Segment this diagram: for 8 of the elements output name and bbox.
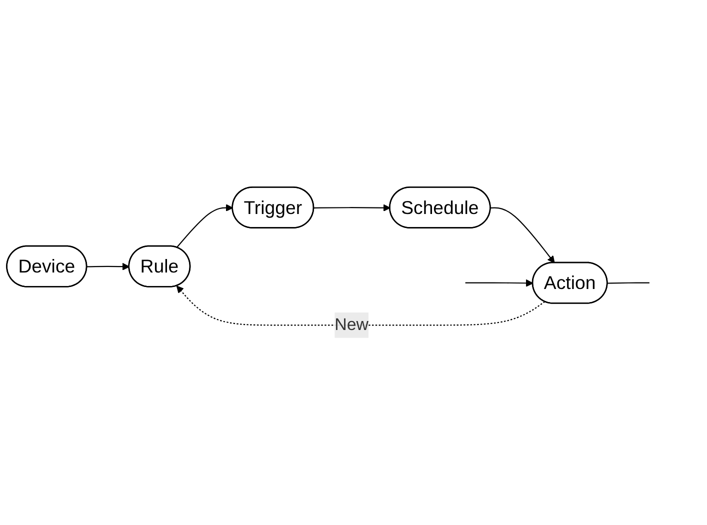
arrow [465, 279, 534, 287]
edge-label: New [334, 316, 369, 334]
connector [608, 282, 650, 284]
arrow [176, 286, 546, 326]
arrow [86, 262, 130, 270]
arrow [490, 207, 555, 264]
arrow [176, 204, 234, 248]
arrow [314, 204, 390, 212]
